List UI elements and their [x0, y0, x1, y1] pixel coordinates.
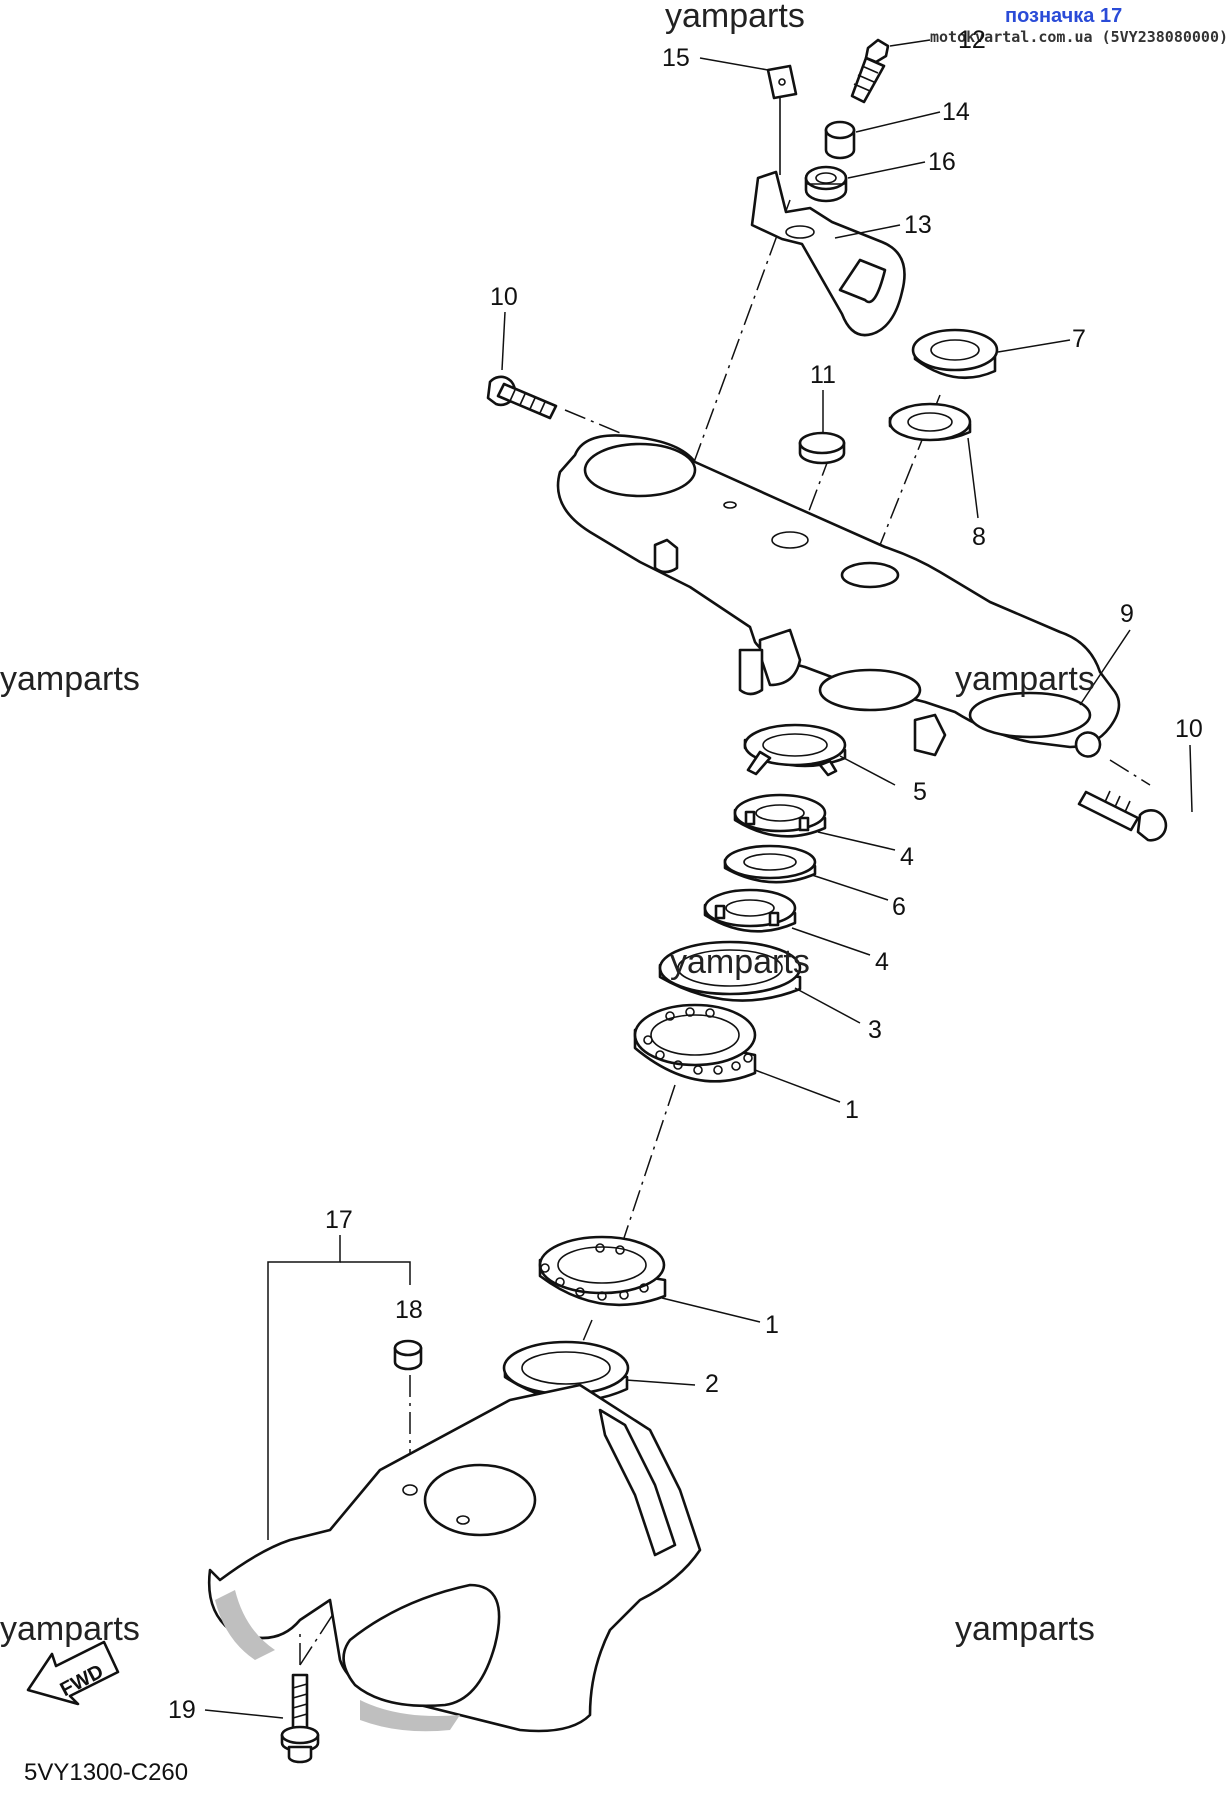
diagram-code: 5VY1300-C260 — [24, 1759, 188, 1786]
part-11-cap — [798, 431, 846, 465]
callout-10-left: 10 — [490, 283, 518, 311]
part-10-bolt-left — [486, 375, 558, 420]
part-17-lower-cover — [207, 1383, 702, 1733]
callout-19: 19 — [168, 1696, 196, 1724]
callout-1-lower: 1 — [765, 1311, 779, 1339]
part-4-ring-nut-lower — [703, 888, 797, 933]
callout-6: 6 — [892, 893, 906, 921]
part-16-grommet — [804, 165, 848, 203]
bearing-balls-upper — [643, 1007, 753, 1075]
callout-4-upper: 4 — [900, 843, 914, 871]
bearing-balls-lower — [540, 1243, 649, 1301]
source-site: motokvartal.com.ua (5VY238080000) — [930, 28, 1228, 46]
callout-17: 17 — [325, 1206, 353, 1234]
callout-10-right: 10 — [1175, 715, 1203, 743]
guide-lines — [299, 95, 1151, 1666]
part-4-ring-nut-upper — [733, 793, 827, 838]
part-12-bolt — [850, 38, 890, 104]
callout-3: 3 — [868, 1016, 882, 1044]
callout-5: 5 — [913, 778, 927, 806]
fwd-arrow-icon: FWD — [26, 1640, 120, 1706]
callout-2: 2 — [705, 1370, 719, 1398]
part-3-dust-seal — [658, 940, 802, 1002]
watermark-left-mid: yamparts — [0, 660, 140, 698]
watermark-left-bottom: yamparts — [0, 1610, 140, 1648]
part-9-upper-bracket — [556, 434, 1121, 758]
part-14-collar — [824, 120, 856, 160]
part-7-nut — [911, 328, 999, 380]
part-19-bolt — [280, 1673, 320, 1764]
part-badge: позначка 17 — [1005, 5, 1122, 27]
part-15-clip — [766, 64, 798, 100]
watermark-right-mid: yamparts — [955, 660, 1095, 698]
part-5-lock-washer — [743, 723, 847, 777]
callout-7: 7 — [1072, 325, 1086, 353]
part-18-collar — [393, 1339, 423, 1371]
watermark-right-bottom: yamparts — [955, 1610, 1095, 1648]
callout-labels: 12 15 14 16 13 10 7 11 8 9 10 5 4 6 4 3 … — [168, 26, 1203, 1724]
callout-8: 8 — [972, 523, 986, 551]
part-1-bearing-upper — [633, 1003, 757, 1083]
callout-11: 11 — [810, 361, 836, 389]
callout-15: 15 — [662, 44, 690, 72]
callout-14: 14 — [942, 98, 970, 126]
part-6-washer — [723, 844, 817, 884]
watermark-center: yamparts — [670, 943, 810, 981]
callout-1-upper: 1 — [845, 1096, 859, 1124]
callout-4-lower: 4 — [875, 948, 889, 976]
callout-18: 18 — [395, 1296, 423, 1324]
callout-12: 12 — [958, 26, 986, 54]
callout-13: 13 — [904, 211, 932, 239]
part-1-bearing-lower — [538, 1235, 667, 1307]
leader-lines — [204, 39, 1193, 1719]
callout-9: 9 — [1120, 600, 1134, 628]
part-8-washer — [888, 402, 972, 442]
part-10-bolt-right — [1077, 790, 1168, 842]
watermark-top: yamparts — [665, 0, 805, 35]
callout-16: 16 — [928, 148, 956, 176]
part-13-bracket — [750, 170, 906, 337]
part-2-lower-seal — [502, 1340, 630, 1402]
